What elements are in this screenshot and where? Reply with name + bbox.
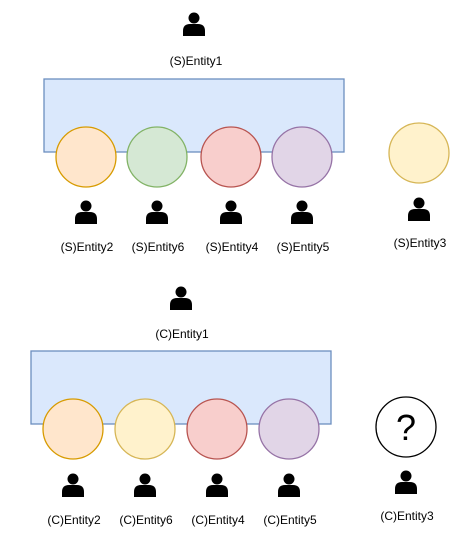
client-entity4-person-icon: [206, 473, 228, 497]
client-entity3-person-icon: [395, 470, 417, 494]
client-entity6-circle: [114, 398, 176, 460]
server-entity2-person-icon: [75, 200, 97, 224]
server-entity6-person-icon: [146, 200, 168, 224]
server-entity4-person-icon: [220, 200, 242, 224]
server-entity6-circle: [126, 126, 188, 188]
server-entity5-label: (S)Entity5: [277, 240, 330, 254]
client-entity4-circle: [186, 398, 248, 460]
server-entity5-person-icon: [291, 200, 313, 224]
client-entity3-label: (C)Entity3: [380, 509, 434, 523]
server-leader-label: (S)Entity1: [170, 54, 223, 68]
server-entity5-circle: [271, 126, 333, 188]
server-entity3-label: (S)Entity3: [394, 236, 447, 250]
client-entity2-label: (C)Entity2: [47, 513, 101, 527]
client-entity5-person-icon: [278, 473, 300, 497]
server-entity4-label: (S)Entity4: [206, 240, 259, 254]
client-entity3-unknown-circle: [375, 396, 437, 458]
client-group: (C)Entity1 (C)Entity2 (C)Entity6 (C)Enti…: [30, 286, 437, 527]
server-entity4-circle: [200, 126, 262, 188]
client-entity6-person-icon: [134, 473, 156, 497]
client-leader-label: (C)Entity1: [155, 327, 209, 341]
server-entity3-person-icon: [408, 197, 430, 221]
client-entity5-circle: [258, 398, 320, 460]
client-entity4-label: (C)Entity4: [191, 513, 245, 527]
client-leader-person-icon: [170, 286, 192, 310]
server-group: (S)Entity1 (S)Entity2 (S)Entity6 (S)Enti…: [43, 12, 450, 254]
client-entity2-circle: [42, 398, 104, 460]
client-entity6-label: (C)Entity6: [119, 513, 173, 527]
question-mark-icon: ?: [396, 407, 416, 448]
server-leader-person-icon: [183, 12, 205, 36]
server-entity2-circle: [55, 126, 117, 188]
server-entity3-circle: [388, 122, 450, 184]
client-entity2-person-icon: [62, 473, 84, 497]
server-entity2-label: (S)Entity2: [61, 240, 114, 254]
server-entity6-label: (S)Entity6: [132, 240, 185, 254]
client-entity5-label: (C)Entity5: [263, 513, 317, 527]
